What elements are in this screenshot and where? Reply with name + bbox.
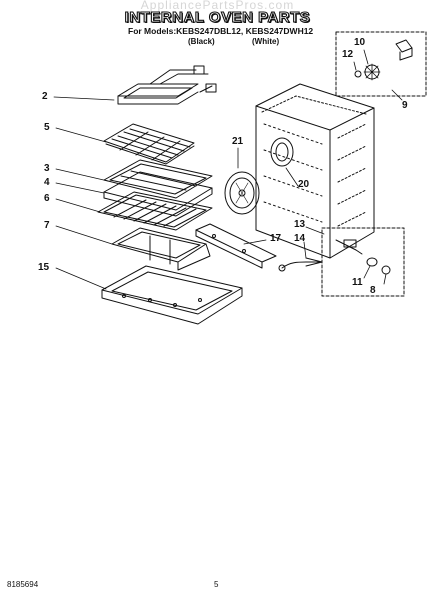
fan-cover: [224, 171, 260, 215]
callout-10: 10: [354, 37, 366, 48]
color-label-black: (Black): [188, 37, 215, 46]
callout-5: 5: [44, 122, 50, 133]
lower-bracket: [195, 223, 277, 269]
callout-6: 6: [44, 193, 50, 204]
callout-15: 15: [38, 262, 50, 273]
color-label-white: (White): [252, 37, 280, 46]
broiler-pan-insert: [97, 191, 213, 231]
oven-rack: [103, 123, 195, 165]
temperature-sensor: [278, 257, 323, 272]
callout-13: 13: [294, 219, 306, 230]
fan-motor-inset: [335, 31, 427, 97]
callout-12: 12: [342, 49, 354, 60]
callout-11: 11: [352, 277, 363, 288]
light-assembly-inset: [321, 227, 405, 297]
diagram-title: INTERNAL OVEN PARTS: [124, 8, 311, 26]
watermark: AppliancePartsPros.com: [140, 0, 295, 12]
callout-4: 4: [44, 177, 50, 188]
callout-17: 17: [270, 233, 282, 244]
callout-9: 9: [402, 100, 408, 111]
oven-bottom-panel: [101, 265, 243, 325]
model-numbers: For Models:KEBS247DBL12, KEBS247DWH12: [128, 26, 314, 36]
callout-2: 2: [42, 91, 48, 102]
callout-14: 14: [294, 233, 306, 244]
document-number: 8185694: [7, 580, 39, 589]
callout-7: 7: [44, 220, 50, 231]
broiler-pan-grid: [103, 159, 213, 199]
callout-3: 3: [44, 163, 50, 174]
page-number: 5: [214, 580, 219, 589]
callout-20: 20: [298, 179, 310, 190]
bake-element: [111, 227, 211, 271]
broil-element: [117, 65, 217, 105]
callout-21: 21: [232, 136, 244, 147]
oven-cavity: [255, 83, 375, 259]
leader-lines: [53, 49, 403, 290]
callout-8: 8: [370, 285, 376, 296]
